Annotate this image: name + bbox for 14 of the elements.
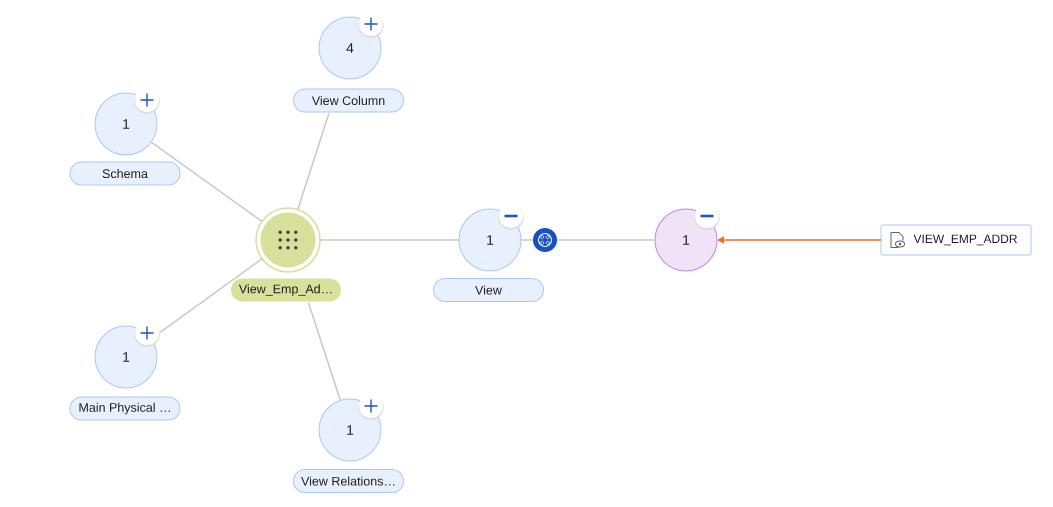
connector-line <box>297 112 330 211</box>
arrow <box>717 236 882 244</box>
label-pill: Main Physical … <box>69 396 181 421</box>
label-pill: View <box>433 278 544 302</box>
connector-line <box>307 301 342 402</box>
label-pill: View Relations… <box>293 469 404 493</box>
connector-line <box>159 258 263 334</box>
label-pill: Schema <box>69 161 181 186</box>
connector-line <box>520 239 656 241</box>
connector-line <box>150 141 263 223</box>
label-pill: View Column <box>293 88 404 113</box>
entity-box: VIEW_EMP_ADDR <box>880 224 1032 256</box>
label-pill: View_Emp_Ad… <box>231 278 341 302</box>
connector-line <box>319 239 460 241</box>
